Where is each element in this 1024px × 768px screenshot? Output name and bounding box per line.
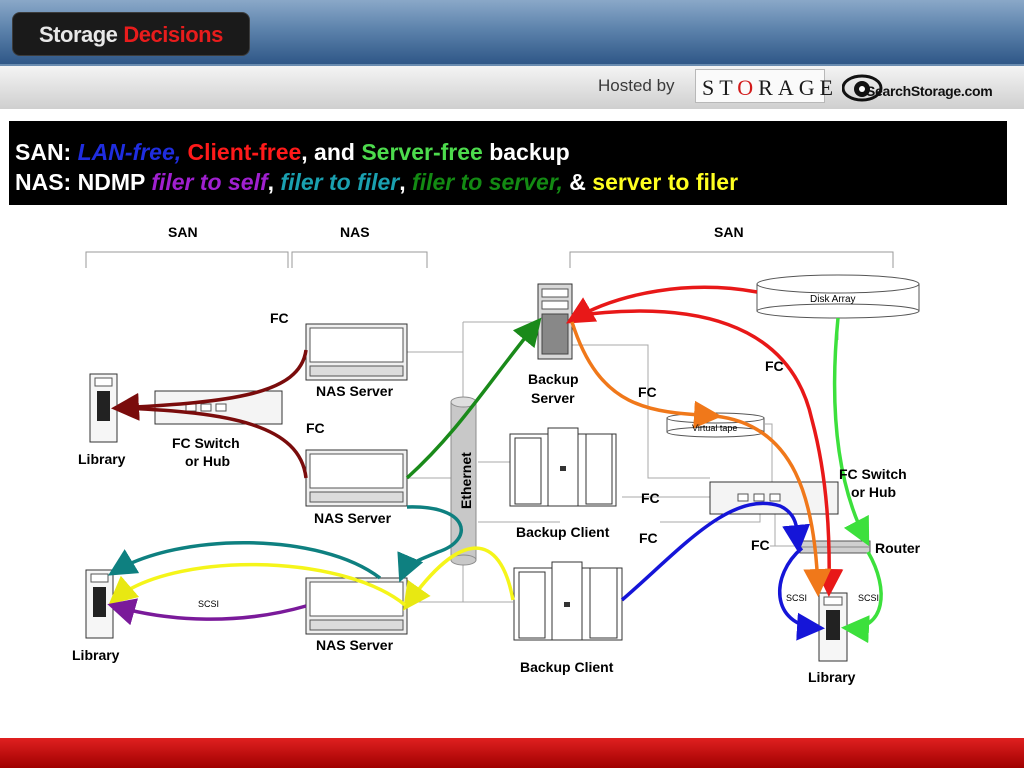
title-line-1: SAN: LAN-free, Client-free, and Server-f…: [15, 139, 570, 166]
title-filer-to-self: filer to self: [151, 169, 268, 195]
arrow-orange-virtual-tape-to-library: [714, 414, 832, 597]
title-backup: backup: [482, 139, 570, 165]
footer-bar: [0, 738, 1024, 768]
title-nas-ndmp: NAS: NDMP: [15, 169, 152, 195]
fc-switch-left-label-2: or Hub: [185, 453, 231, 469]
group-label-san-left: SAN: [168, 224, 198, 240]
arrow-blue-client-to-router: [620, 501, 811, 602]
arrow-teal-nas3-to-library: [108, 541, 382, 580]
title-client-free: Client-free: [187, 139, 302, 165]
group-label-san-right: SAN: [714, 224, 744, 240]
storage-logo-part-a: ST: [702, 75, 738, 100]
fc-label-4: FC: [638, 384, 657, 400]
backup-client-2-label: Backup Client: [520, 659, 614, 675]
nas-server-2-icon: [305, 449, 408, 507]
nas-server-3-label: NAS Server: [316, 637, 394, 653]
library-1-icon: [89, 373, 118, 443]
title-server-free: Server-free: [361, 139, 483, 165]
searchstorage-eye-icon: [842, 74, 883, 102]
sponsor-bar: [0, 64, 1024, 109]
backup-server-label-1: Backup: [528, 371, 579, 387]
backup-server-icon: [537, 283, 573, 360]
library-3-icon: [818, 592, 848, 662]
arrow-lime-router-to-library: [841, 551, 883, 644]
scsi-label-3: SCSI: [858, 593, 880, 603]
virtual-tape-label: Virtual tape: [692, 423, 738, 433]
title-lan-free: LAN-free,: [77, 139, 188, 165]
title-san-label: SAN:: [15, 139, 78, 165]
fc-switch-right-label-2: or Hub: [851, 484, 897, 500]
group-label-nas: NAS: [340, 224, 370, 240]
arrow-teal-nas2-to-nas3: [397, 505, 463, 583]
disk-array-icon: [756, 274, 920, 319]
storage-logo-part-c: RAGE: [758, 75, 839, 100]
fc-switch-left-icon: [154, 390, 283, 425]
arrow-blue-router-to-library: [778, 546, 825, 641]
arrow-yellow-nas3-to-library: [108, 562, 407, 607]
arrow-yellow-client-to-nas3: [402, 546, 515, 611]
arrow-orange-server-to-virtual-tape: [570, 321, 722, 429]
arrow-red-disk-to-backup-server: [565, 285, 758, 324]
router-icon: [799, 540, 871, 554]
nas-server-3-icon: [305, 577, 408, 635]
storage-magazine-logo: STORAGE: [695, 69, 833, 103]
fc-switch-right-icon: [709, 481, 839, 515]
nas-server-2-label: NAS Server: [314, 510, 392, 526]
arrow-red-backup-server-to-library: [571, 309, 844, 597]
fc-label-2: FC: [306, 420, 325, 436]
title-comma-2: ,: [399, 169, 413, 195]
fc-switch-left-label-1: FC Switch: [172, 435, 240, 451]
ethernet-label: Ethernet: [458, 452, 474, 509]
title-and: , and: [301, 139, 362, 165]
backup-server-label-2: Server: [531, 390, 575, 406]
router-label: Router: [875, 540, 921, 556]
searchstorage-text: SearchStorage.com: [866, 83, 993, 99]
arrow-purple-nas3-to-library: [107, 598, 307, 626]
arrow-dark-red-nas2-library: [119, 406, 308, 479]
scsi-label-2: SCSI: [786, 593, 808, 603]
slide-title: SAN: LAN-free, Client-free, and Server-f…: [9, 121, 1007, 205]
fc-label-6: FC: [639, 530, 658, 546]
fc-switch-right-label-1: FC Switch: [839, 466, 907, 482]
fc-label-5: FC: [641, 490, 660, 506]
storage-logo-part-b: O: [737, 75, 759, 100]
library-2-label: Library: [72, 647, 120, 663]
logo-main-text: Storage: [39, 22, 118, 47]
scsi-label-1: SCSI: [198, 599, 220, 609]
bracket-san-right: [569, 251, 894, 268]
arrow-dark-red-nas1-library: [111, 349, 308, 421]
title-line-2: NAS: NDMP filer to self, filer to filer,…: [15, 169, 738, 196]
nas-server-1-icon: [305, 323, 408, 381]
title-comma-1: ,: [267, 169, 281, 195]
hosted-by-label: Hosted by: [598, 76, 675, 95]
backup-client-2-icon: [513, 561, 623, 641]
logo-accent-text: Decisions: [123, 22, 223, 47]
title-server-to-filer: server to filer: [592, 169, 739, 195]
fc-label-3: FC: [765, 358, 784, 374]
arrow-lime-disk-to-router: [832, 317, 870, 547]
title-ampersand: &: [569, 169, 593, 195]
title-filer-to-filer: filer to filer: [280, 169, 400, 195]
library-2-icon: [85, 569, 114, 639]
title-filer-to-server: filer to server,: [412, 169, 570, 195]
bracket-nas: [291, 251, 428, 268]
bracket-san-left: [85, 251, 289, 268]
disk-array-label: Disk Array: [810, 294, 856, 305]
backup-client-1-icon: [509, 427, 617, 507]
fc-label-1: FC: [270, 310, 289, 326]
arrow-green-nas-to-backup-server: [405, 317, 542, 480]
fc-label-7: FC: [751, 537, 770, 553]
library-1-label: Library: [78, 451, 126, 467]
nas-server-1-label: NAS Server: [316, 383, 394, 399]
library-3-label: Library: [808, 669, 856, 685]
backup-client-1-label: Backup Client: [516, 524, 610, 540]
